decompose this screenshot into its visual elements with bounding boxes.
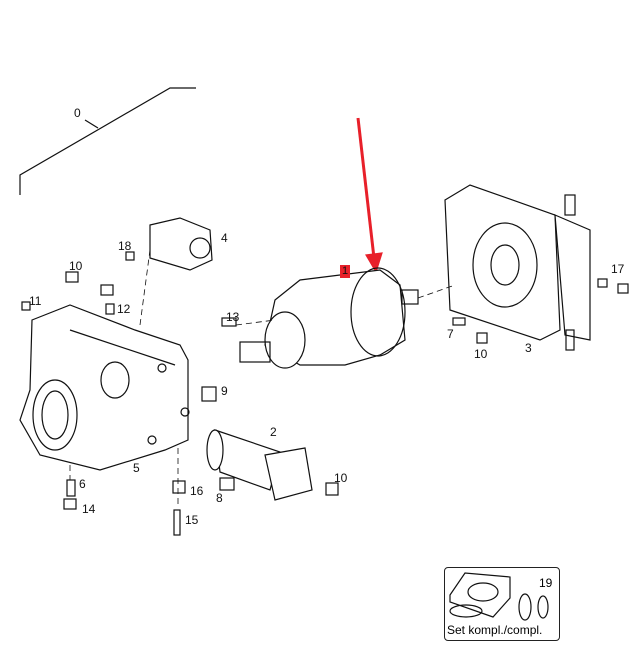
part-label-8[interactable]: 8 [216,491,223,505]
part-label-0: 0 [74,106,81,120]
port-plate [444,184,591,351]
part-label-2[interactable]: 2 [270,425,277,439]
gasket-set-label: Set kompl./compl. [447,623,543,637]
plugs-and-screws [21,251,629,536]
assembly-bracket [19,87,196,195]
control-cylinder [206,429,313,501]
pump-housing [19,304,190,471]
gasket-set-box[interactable] [444,567,560,641]
part-label-10[interactable]: 10 [69,259,83,273]
part-label-5[interactable]: 5 [133,461,140,475]
part-label-6[interactable]: 6 [79,477,86,491]
part-label-16[interactable]: 16 [190,484,204,498]
part-label-10[interactable]: 10 [474,347,488,361]
part-label-12[interactable]: 12 [117,302,131,316]
part-label-3[interactable]: 3 [525,341,532,355]
leader-lines [69,249,456,508]
part-label-15[interactable]: 15 [185,513,199,527]
part-label-4[interactable]: 4 [221,231,228,245]
rotating-group [239,267,419,369]
part-label-13[interactable]: 13 [226,310,240,324]
part-label-18[interactable]: 18 [118,239,132,253]
part-label-17[interactable]: 17 [611,262,625,276]
part-label-14[interactable]: 14 [82,502,96,516]
red-arrow-icon [356,117,383,274]
control-valve [149,217,213,271]
part-label-19[interactable]: 19 [539,576,553,590]
part-label-11[interactable]: 11 [29,294,42,308]
part-callout-1-highlighted[interactable]: 1 [340,265,350,278]
gasket-set [449,572,549,621]
part-label-7[interactable]: 7 [447,327,454,341]
part-label-10[interactable]: 10 [334,471,348,485]
part-label-9[interactable]: 9 [221,384,228,398]
